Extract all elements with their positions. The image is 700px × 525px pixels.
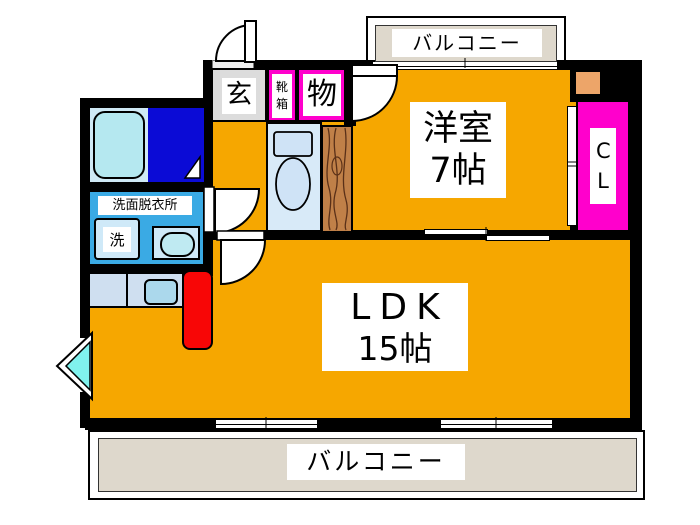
refrigerator-space [182,270,213,350]
wall-bath-top [80,98,213,108]
wall-middle-horizontal [203,230,642,240]
entrance-label: 玄 [222,78,256,114]
window-bottom-right [440,419,553,429]
washbasin-bowl-icon [160,232,195,257]
wall-washroom-ldk [80,264,213,274]
kitchen-counter [88,272,184,308]
washing-machine-label: 洗 [103,227,131,252]
wall-left-upper [80,98,90,338]
balcony-bottom-label: バルコニー [287,444,465,480]
wall-closet-bottom [570,222,580,234]
balcony-top: バルコニー [366,16,566,62]
counter-divider [126,274,128,306]
toilet-room [266,122,322,232]
pipe-space [574,70,602,96]
wall-right [630,60,642,430]
sliding-door-western-ldk-upper [424,229,488,235]
wall-left-lower [80,392,90,428]
balcony-top-label: バルコニー [392,29,542,57]
window-bottom-left [215,419,318,429]
entrance-door-icon [214,20,257,63]
washbasin [152,226,200,260]
wall-inner-vertical [203,60,213,276]
bathtub-area [90,108,148,182]
bathroom [88,106,206,184]
kitchen-sink-icon [144,279,178,305]
shoe-box-label: 靴箱 [272,74,292,118]
storage-label: 物 [303,74,341,116]
bath-unit-area [148,108,204,182]
bathtub-icon [93,111,145,179]
washroom-label: 洗面脱衣所 [98,196,192,215]
sliding-door-western-ldk-lower [486,235,550,241]
balcony-bottom: バルコニー [88,430,645,500]
western-room-label: 洋室 7帖 [410,102,506,198]
closet-label: CL [590,128,616,204]
wall-bath-washroom [80,182,213,192]
ldk-label: LDK 15帖 [322,283,468,371]
wall-bottom [85,418,642,430]
window-top [372,61,558,70]
